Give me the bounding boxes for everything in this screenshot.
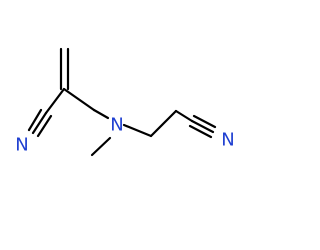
left-nitrile-triple-bond bbox=[27, 108, 53, 138]
bond-n-methyl bbox=[90, 136, 112, 157]
nitrile-n-right-label: N bbox=[221, 130, 234, 151]
bond-n-ch2-right bbox=[122, 123, 153, 138]
nitrile-n-left-label: N bbox=[15, 135, 28, 156]
vinyl-double-bond bbox=[59, 47, 70, 91]
structure-diagram: N N N bbox=[15, 47, 235, 157]
right-nitrile-triple-bond bbox=[188, 114, 217, 139]
bond-c2-cn-left bbox=[44, 87, 66, 115]
bond-ch2-n bbox=[92, 108, 110, 120]
bond-ch2-ch2 bbox=[149, 109, 178, 138]
amine-n-label: N bbox=[110, 115, 123, 136]
bond-c2-ch2 bbox=[62, 87, 96, 112]
bond-ch2-cn-right bbox=[174, 109, 194, 123]
